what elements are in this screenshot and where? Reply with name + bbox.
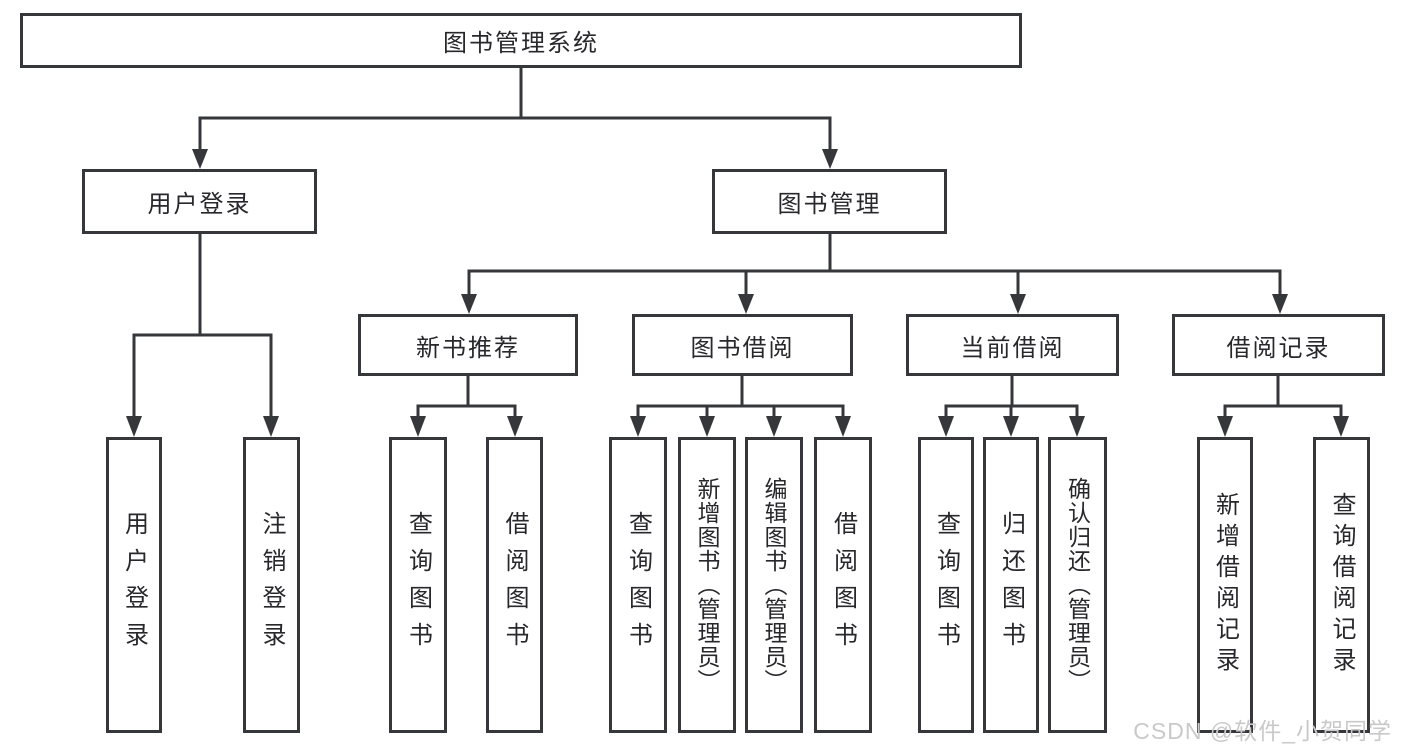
leaf-current-return-book: 归还图书 [983,437,1039,733]
leaf-borrow-borrow-book: 借阅图书 [814,437,872,733]
leaf-borrow-edit-book-admin: 编辑图书（管理员） [745,437,803,733]
leaf-recommend-borrow-book: 借阅图书 [486,437,543,733]
leaf-recommend-query-book: 查询图书 [389,437,447,733]
leaf-records-add-record: 新增借阅记录 [1197,437,1253,733]
node-current-borrow: 当前借阅 [906,314,1119,376]
leaf-borrow-add-book-admin: 新增图书（管理员） [678,437,736,733]
node-library-management-system: 图书管理系统 [20,13,1022,68]
csdn-watermark: CSDN @软件_小贺同学 [1133,718,1392,744]
node-borrow-records: 借阅记录 [1172,314,1385,376]
leaf-records-query-record: 查询借阅记录 [1313,437,1370,733]
leaf-borrow-query-book: 查询图书 [609,437,667,733]
node-book-borrow: 图书借阅 [632,314,853,376]
leaf-current-query-book: 查询图书 [918,437,974,733]
node-book-management: 图书管理 [712,169,947,234]
leaf-current-confirm-return-admin: 确认归还（管理员） [1048,437,1107,733]
leaf-logout: 注销登录 [243,437,300,733]
node-user-login: 用户登录 [82,169,317,234]
node-new-book-recommend: 新书推荐 [358,314,578,376]
leaf-user-login: 用户登录 [106,437,162,733]
